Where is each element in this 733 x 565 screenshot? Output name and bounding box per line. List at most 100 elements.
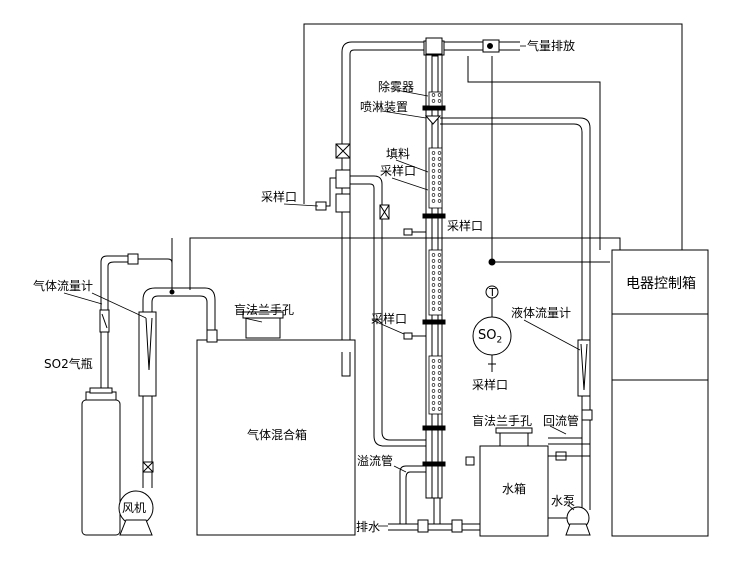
packing-dot <box>431 283 436 287</box>
label-gas-mixing-box: 气体混合箱 <box>247 428 308 442</box>
control-wire-long <box>189 237 621 290</box>
packing-dot <box>437 395 442 399</box>
control-wire-inner <box>491 56 610 263</box>
label-control-box: 电器控制箱 <box>626 276 696 292</box>
return-pipe2 <box>548 428 591 445</box>
label-demister: 除雾器 <box>378 80 415 94</box>
packing-dot <box>437 277 442 281</box>
packing-dot <box>431 365 436 369</box>
packing-dot <box>437 289 442 293</box>
packing-dot <box>431 253 436 257</box>
packing-dot <box>437 181 442 185</box>
packing-dot <box>431 307 436 311</box>
packing-dot <box>431 295 436 299</box>
packing-dot <box>437 193 442 197</box>
control-wire-top2 <box>467 56 601 250</box>
packing-dot <box>431 401 436 405</box>
water-pump-icon <box>548 506 591 536</box>
packing-dot <box>431 359 436 363</box>
label-sampling-port-2: 采样口 <box>261 190 298 204</box>
packing-dot <box>431 277 436 281</box>
gas-mixing-box <box>196 311 356 536</box>
label-sampling-port-3: 采样口 <box>447 219 484 233</box>
label-spray-device: 喷淋装置 <box>360 100 409 114</box>
packing-dot <box>431 407 436 411</box>
water-tank <box>465 427 549 537</box>
packing-dot <box>437 407 442 411</box>
label-water-tank: 水箱 <box>502 482 527 496</box>
drain-line <box>388 498 480 533</box>
sampling-port-exhaust <box>315 143 351 213</box>
packing-dot <box>431 259 436 263</box>
packing-dot <box>437 265 442 269</box>
packing-dot <box>437 163 442 167</box>
gas-pipe-to-column <box>350 175 426 447</box>
so2-analyzer-symbol: SO2 <box>478 328 502 346</box>
packing-dot <box>431 99 436 103</box>
packing-dot <box>437 199 442 203</box>
packing-dot <box>431 383 436 387</box>
control-box <box>611 249 709 537</box>
packing-dot <box>437 169 442 173</box>
packing-dot <box>431 289 436 293</box>
label-water-pump: 水泵 <box>551 494 576 508</box>
packing-dot <box>437 253 442 257</box>
liquid-flowmeter <box>577 339 593 421</box>
packing-dot <box>437 389 442 393</box>
packing-dot <box>431 163 436 167</box>
spray-line <box>440 117 591 510</box>
column-sampling-ports <box>403 228 426 340</box>
packing-dot <box>437 151 442 155</box>
packing-dot <box>437 175 442 179</box>
label-sampling-port-5: 采样口 <box>472 378 509 392</box>
packing-dot <box>431 377 436 381</box>
overflow-pipe <box>399 465 426 524</box>
label-drain: 排水 <box>356 520 381 534</box>
packing-dot <box>437 371 442 375</box>
packing-dot <box>437 93 442 97</box>
spray-nozzle <box>424 115 442 125</box>
label-sampling-port-4: 采样口 <box>371 312 408 326</box>
packing-dot <box>437 283 442 287</box>
packing-dot <box>431 395 436 399</box>
packing-dot <box>431 157 436 161</box>
so2-symbol-main: SO <box>478 328 497 343</box>
label-gas-flowmeter: 气体流量计 <box>33 279 94 293</box>
packing-dot <box>437 295 442 299</box>
packing-dot <box>437 383 442 387</box>
packing-dot <box>431 193 436 197</box>
so2-cylinder-line <box>81 253 173 536</box>
label-fan: 风机 <box>122 501 147 515</box>
packing-dot <box>437 401 442 405</box>
label-liquid-flowmeter: 液体流量计 <box>511 306 572 320</box>
packing-dot <box>437 259 442 263</box>
packing-dot <box>437 307 442 311</box>
thermometer-symbol: T <box>489 286 496 299</box>
packing-dot <box>437 377 442 381</box>
packing-dot <box>431 187 436 191</box>
packing-dot <box>431 181 436 185</box>
packing-dot <box>431 169 436 173</box>
analyzer <box>472 258 512 372</box>
label-so2-cylinder: SO2气瓶 <box>44 357 93 371</box>
label-gas-exhaust: 气量排放 <box>527 39 576 53</box>
packing-dots <box>431 93 442 411</box>
label-return-pipe: 回流管 <box>543 414 580 428</box>
packing-dot <box>431 389 436 393</box>
packing-dot <box>437 157 442 161</box>
packing-dot <box>431 175 436 179</box>
packing-dot <box>431 301 436 305</box>
packing-dot <box>431 371 436 375</box>
label-blind-flange-1: 盲法兰手孔 <box>234 303 295 317</box>
packing-dot <box>437 365 442 369</box>
leader-lines <box>63 45 581 527</box>
exhaust-pipe <box>341 37 520 352</box>
packing-dot <box>431 199 436 203</box>
packing-dot <box>437 359 442 363</box>
so2-symbol-sub: 2 <box>496 335 503 346</box>
label-packing: 填料 <box>386 147 411 161</box>
spray-line2 <box>440 123 583 510</box>
packing-dot <box>431 271 436 275</box>
return-pipe <box>548 424 583 439</box>
